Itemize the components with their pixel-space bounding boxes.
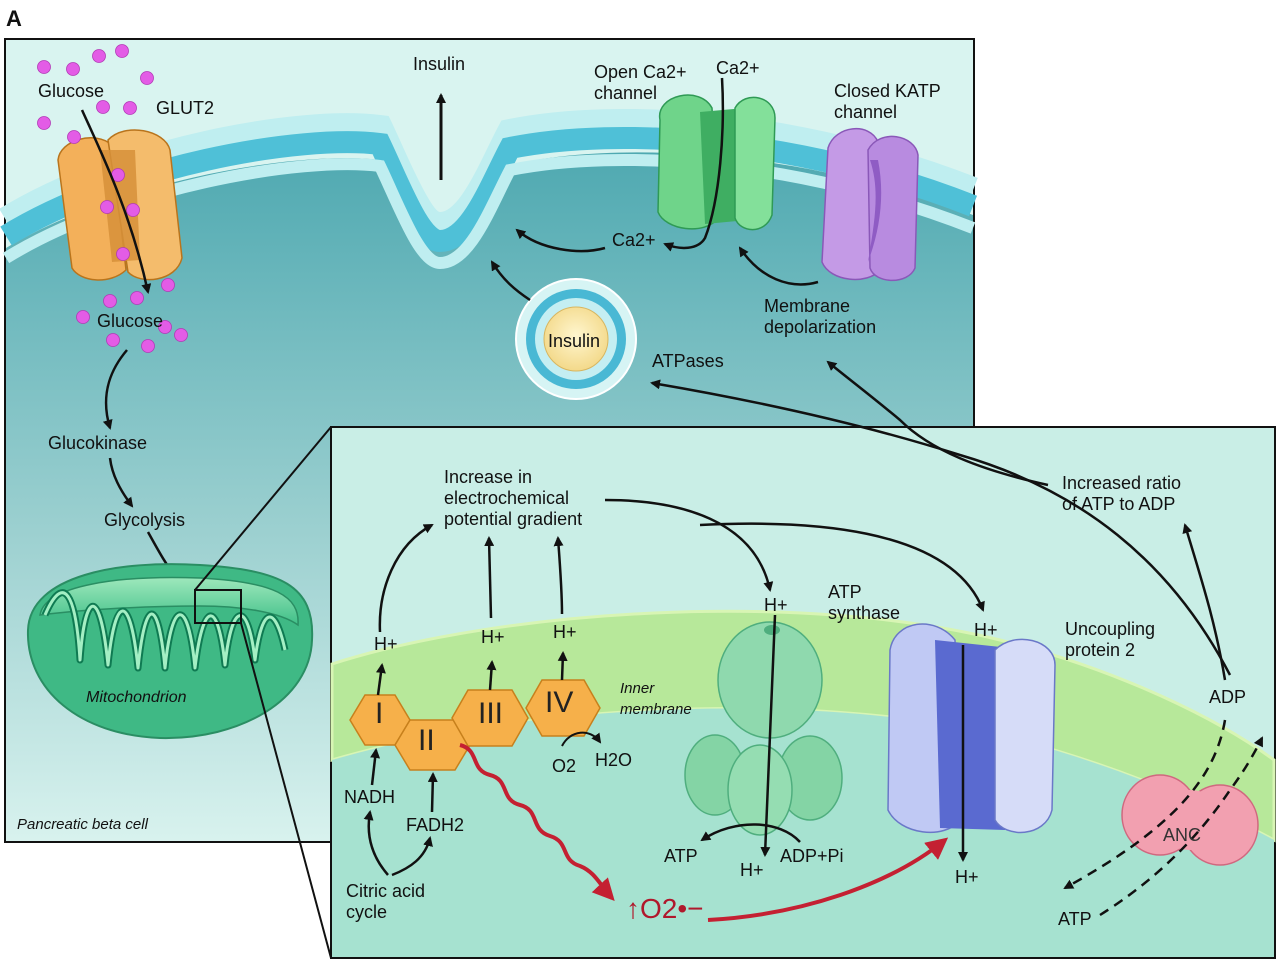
ca-inside-label: Ca2+ xyxy=(612,230,656,250)
ca-to-exocytosis-arrow xyxy=(515,228,606,253)
ca-channel-label: Open Ca2+ channel xyxy=(594,62,687,103)
superoxide-label: ↑O2•− xyxy=(626,893,704,924)
gradient-arrow-2 xyxy=(484,536,495,619)
gradient-to-atp-synthase xyxy=(604,498,774,592)
h-plus-complex-III: H+ xyxy=(481,627,505,647)
citric-to-nadh xyxy=(363,810,389,876)
depolarization-label: Membrane depolarization xyxy=(764,296,877,337)
atp-export-arrow xyxy=(1063,719,1227,890)
inner-membrane-label: Inner membrane xyxy=(620,680,692,718)
complex-IV-label: IV xyxy=(545,686,574,719)
insulin-granule xyxy=(515,278,637,400)
mitochondrion xyxy=(26,563,314,740)
atp-synthase-label: ATP synthase xyxy=(828,582,901,623)
atp-synthase xyxy=(684,621,843,836)
depolarization-arrow xyxy=(738,246,819,286)
insulin-granule-label: Insulin xyxy=(548,331,601,351)
h-arrow-complex-IV xyxy=(557,651,568,681)
complex-IV xyxy=(525,679,601,737)
zoom-box xyxy=(194,589,242,624)
arrow-to-glucokinase xyxy=(102,349,128,430)
ros-to-ucp2-arrow xyxy=(707,837,949,922)
glucose-inside-label: Glucose xyxy=(97,311,164,331)
complex-III-label: III xyxy=(478,697,504,730)
ratio-to-depolarization-arrow xyxy=(826,360,1049,487)
zoom-line-bottom xyxy=(240,622,332,959)
glucose-entry-arrow xyxy=(80,109,152,294)
glucose-molecules xyxy=(37,44,188,353)
h-plus-atp-synthase-out: H+ xyxy=(740,860,764,880)
h-arrow-complex-I xyxy=(375,663,386,696)
h-arrow-complex-III xyxy=(486,660,497,691)
o2-to-h2o-arrow xyxy=(561,731,602,747)
h-plus-ucp2-in: H+ xyxy=(974,620,998,640)
ros-leak-arrow xyxy=(459,743,615,901)
h-plus-atp-synthase-in: H+ xyxy=(764,595,788,615)
nadh-label: NADH xyxy=(344,787,396,807)
ca-channel xyxy=(657,94,776,231)
atp-adp-ratio-label: Increased ratio of ATP to ADP xyxy=(1062,473,1182,514)
glucose-outside-label: Glucose xyxy=(38,81,105,101)
adp-to-atp-arrow xyxy=(700,823,801,843)
arrow-to-glycolysis xyxy=(108,457,134,508)
gradient-to-ucp2 xyxy=(699,522,985,612)
mitochondrion-label: Mitochondrion xyxy=(86,689,187,706)
superoxide-text: O2•− xyxy=(640,893,704,924)
glucokinase-label: Glucokinase xyxy=(48,433,148,453)
h-plus-complex-I: H+ xyxy=(374,634,398,654)
insulin-secreted-label: Insulin xyxy=(413,54,466,74)
fadh2-label: FADH2 xyxy=(406,815,465,835)
o2-label: O2 xyxy=(552,756,577,776)
gradient-label: Increase in electrochemical potential gr… xyxy=(444,467,583,529)
adp-pi-label: ADP+Pi xyxy=(780,846,844,866)
adp-label: ADP xyxy=(1209,687,1247,707)
granule-to-membrane-arrow xyxy=(490,260,531,302)
glycolysis-label: Glycolysis xyxy=(104,510,186,530)
adp-to-atpases-arrow xyxy=(650,379,1232,676)
gradient-arrow-1 xyxy=(378,523,434,633)
inset-panel xyxy=(330,426,1276,959)
atp-product-label: ATP xyxy=(664,846,698,866)
atp-bottom-label: ATP xyxy=(1058,909,1092,929)
adp-import-arrow xyxy=(1099,736,1264,917)
ucp2-label: Uncoupling protein 2 xyxy=(1065,619,1156,660)
panel-letter: A xyxy=(6,6,22,31)
ucp2 xyxy=(887,623,1056,834)
katp-channel xyxy=(821,127,919,282)
fadh2-to-complex-II xyxy=(427,772,438,813)
etc-complexes xyxy=(349,679,601,771)
citric-acid-cycle-label: Citric acid cycle xyxy=(346,881,426,922)
complex-III xyxy=(451,689,529,747)
complex-I-label: I xyxy=(375,697,384,730)
katp-channel-label: Closed KATP channel xyxy=(834,81,941,122)
zoom-line-top xyxy=(194,426,332,591)
cell-name-label: Pancreatic beta cell xyxy=(17,816,148,833)
ca-outside-label: Ca2+ xyxy=(716,58,760,78)
complex-II-label: II xyxy=(418,724,435,757)
h-plus-complex-IV: H+ xyxy=(553,622,577,642)
anc xyxy=(1121,774,1259,866)
atpases-label: ATPases xyxy=(652,351,724,371)
anc-label: ANC xyxy=(1163,825,1202,845)
gradient-arrow-3 xyxy=(553,536,564,615)
h-plus-ucp2-out: H+ xyxy=(955,867,979,887)
glut2-label: GLUT2 xyxy=(156,98,215,118)
h2o-label: H2O xyxy=(595,750,633,770)
h-through-atp-synthase xyxy=(760,614,777,857)
nadh-to-complex-I xyxy=(370,748,381,786)
ca-influx-arrow xyxy=(663,77,725,252)
citric-to-fadh2 xyxy=(391,836,433,877)
